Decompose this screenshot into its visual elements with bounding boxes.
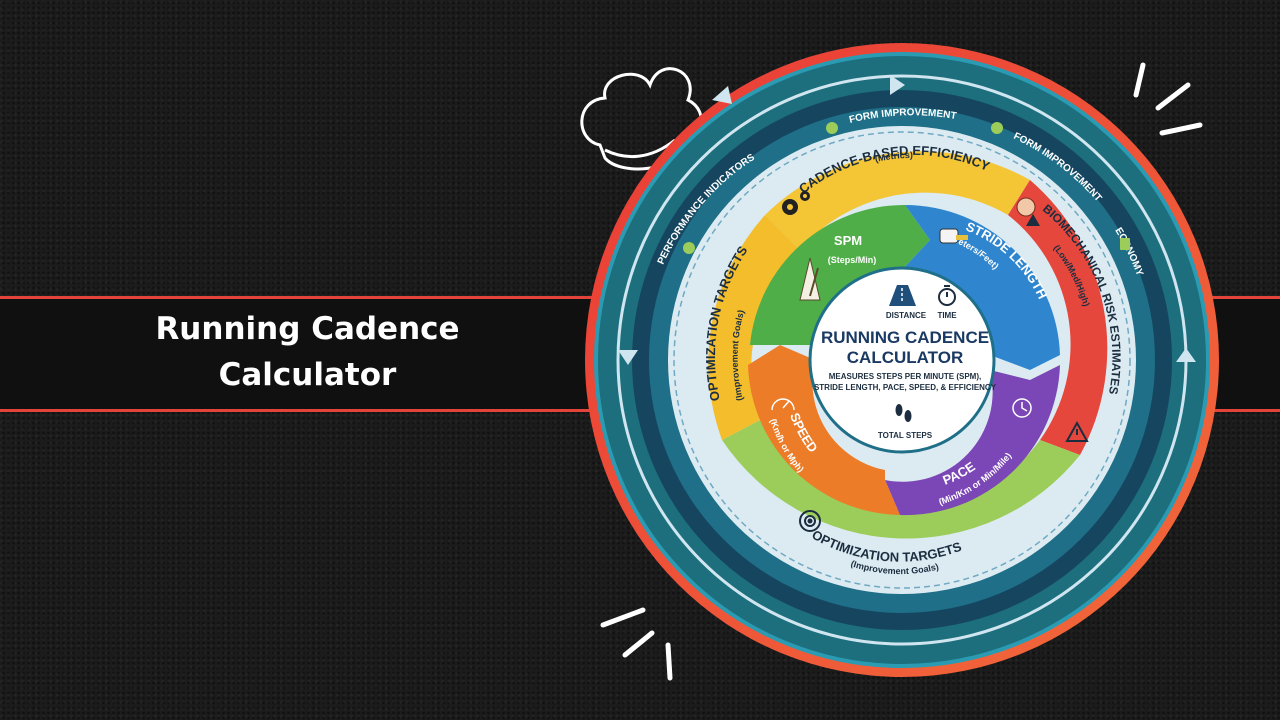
medal-icon <box>826 122 838 134</box>
road-icon <box>889 285 916 306</box>
time-label: TIME <box>937 311 957 320</box>
fuel-icon <box>1120 238 1130 250</box>
center-title-line-2: CALCULATOR <box>847 348 963 367</box>
knee-joint-icon <box>1016 197 1040 226</box>
flow-arrow-right <box>1176 348 1196 362</box>
metronome-icon <box>799 257 821 301</box>
flow-arrow-top-left <box>712 86 732 104</box>
runner-icon <box>991 122 1003 134</box>
spm-label: SPM <box>834 233 862 248</box>
sparkle-marks-top-right <box>1133 62 1203 136</box>
tape-measure-icon <box>939 228 968 244</box>
center-title-line-1: RUNNING CADENCE <box>821 328 989 347</box>
clock-icon <box>1012 398 1032 418</box>
segment-optimization-bottom <box>722 420 1080 539</box>
total-steps-label: TOTAL STEPS <box>878 431 933 440</box>
stopwatch-icon <box>938 285 956 306</box>
footprints-icon <box>895 404 912 422</box>
gauge-icon <box>683 242 695 254</box>
segment-cadence-efficiency <box>765 151 1030 250</box>
dashed-ring <box>673 131 1131 589</box>
segment-pace <box>885 365 1060 516</box>
center-desc-line-1: MEASURES STEPS PER MINUTE (SPM), <box>829 372 981 381</box>
segment-speed <box>748 345 900 515</box>
gears-icon <box>782 191 810 215</box>
title-line-2: Calculator <box>218 357 397 393</box>
inner-segments <box>748 204 1060 516</box>
chef-hat-band <box>604 138 676 159</box>
sparkle-marks-bottom-left <box>600 607 673 681</box>
warning-icon <box>1065 420 1089 442</box>
center-badge <box>808 266 996 454</box>
segment-biomechanical-risk <box>1008 180 1108 455</box>
segment-spm <box>750 204 930 345</box>
center-desc-line-2: STRIDE LENGTH, PACE, SPEED, & EFFICIENCY <box>814 383 997 392</box>
title-line-1: Running Cadence <box>155 311 460 347</box>
target-icon <box>799 510 821 532</box>
speedometer-icon <box>771 398 795 411</box>
flow-arrow-top <box>890 75 905 95</box>
flow-arrow-left <box>618 350 638 365</box>
segment-stride-length <box>902 204 1060 370</box>
teal-ring-edge <box>594 52 1210 668</box>
page-title: Running Cadence Calculator <box>100 306 515 398</box>
distance-label: DISTANCE <box>886 311 927 320</box>
spm-sublabel: (Steps/Min) <box>828 255 877 265</box>
